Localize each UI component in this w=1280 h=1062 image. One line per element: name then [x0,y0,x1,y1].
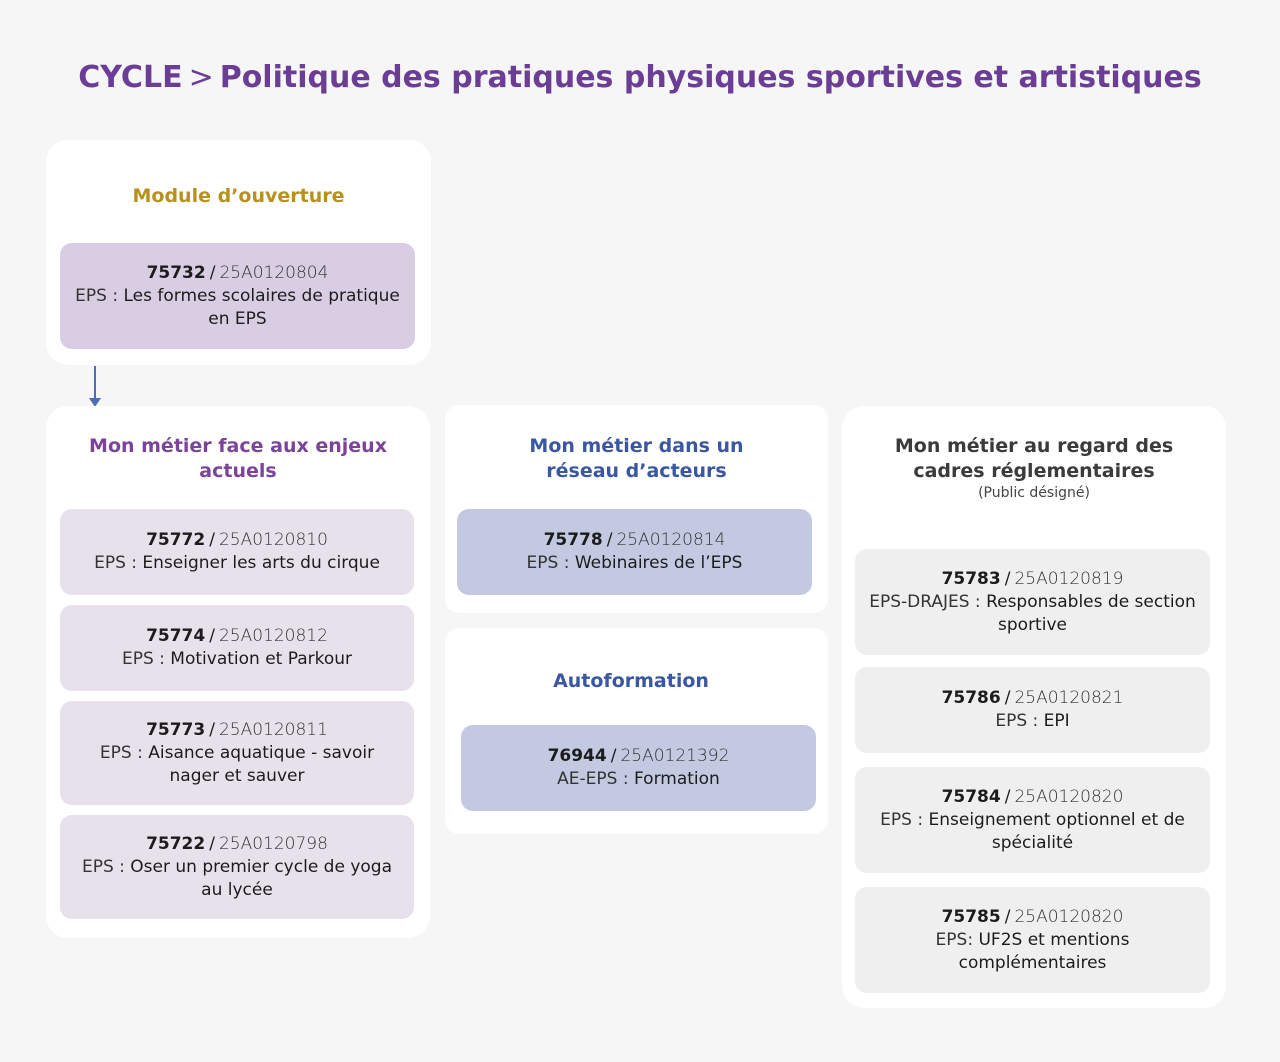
course-prefix: EPS : [526,553,570,573]
course-title: Formation [634,769,720,789]
course-title: EPI [1043,711,1070,731]
course-prefix: AE-EPS : [557,769,629,789]
course-prefix: EPS : [995,711,1039,731]
course-code: 75783 [941,568,1001,589]
connector-line [94,366,96,402]
course-card[interactable]: 75774/25A0120812 EPS : Motivation et Par… [60,605,414,691]
title-cycle: CYCLE [78,60,183,95]
panel-enjeux: Mon métier face aux enjeux actuels 75772… [46,406,430,938]
panel-ouverture-title: Module d’ouverture [132,185,345,207]
course-title: Motivation et Parkour [170,649,353,669]
course-prefix: EPS : [99,742,143,763]
panel-autoformation: Autoformation 76944/25A0121392 AE-EPS : … [445,628,828,834]
panel-reseau-title: Mon métier dans un réseau d’acteurs [529,435,744,482]
course-title: Enseigner les arts du cirque [142,553,380,573]
course-card[interactable]: 75732/25A0120804 EPS : Les formes scolai… [60,243,415,349]
course-card[interactable]: 75773/25A0120811 EPS : Aisance aquatique… [60,701,414,805]
course-title: Webinaires de l’EPS [574,553,743,573]
panel-cadres: Mon métier au regard des cadres réglemen… [842,406,1226,1008]
course-code: 75786 [941,688,1001,708]
course-card[interactable]: 75785/25A0120820 EPS: UF2S et mentions c… [855,887,1210,993]
course-ref: 25A0120804 [219,262,329,283]
course-title: Les formes scolaires de pratique en EPS [123,285,400,329]
course-prefix: EPS: [935,929,974,950]
course-ref: 25A0120810 [218,530,328,550]
course-prefix: EPS : [94,553,137,573]
panel-reseau: Mon métier dans un réseau d’acteurs 7577… [445,405,828,613]
course-prefix: EPS : [81,856,125,877]
course-card[interactable]: 76944/25A0121392 AE-EPS : Formation [461,725,816,811]
course-title: Aisance aquatique - savoir nager et sauv… [148,742,375,786]
course-prefix: EPS-DRAJES : [869,591,981,612]
course-prefix: EPS : [880,809,924,830]
panel-cadres-title-text: Mon métier au regard des cadres réglemen… [894,435,1174,482]
course-ref: 25A0120814 [616,530,726,550]
course-code: 75732 [146,262,206,283]
course-ref: 25A0120821 [1014,688,1124,708]
course-prefix: EPS : [121,649,165,669]
course-ref: 25A0120820 [1014,786,1124,807]
course-card[interactable]: 75772/25A0120810 EPS : Enseigner les art… [60,509,414,595]
course-code: 76944 [547,746,607,766]
course-card[interactable]: 75786/25A0120821 EPS : EPI [855,667,1210,753]
course-ref: 25A0121392 [620,746,730,766]
course-title: Oser un premier cycle de yoga au lycée [130,856,393,900]
panel-cadres-title: Mon métier au regard des cadres réglemen… [842,434,1226,502]
arrow-down-icon [89,398,101,407]
course-ref: 25A0120811 [218,719,328,740]
course-card[interactable]: 75722/25A0120798 EPS : Oser un premier c… [60,815,414,919]
course-code: 75778 [543,530,603,550]
course-title: Responsables de section sportive [986,591,1196,635]
panel-autoformation-title: Autoformation [553,670,709,692]
title-name: Politique des pratiques physiques sporti… [219,60,1202,95]
course-title: Enseignement optionnel et de spécialité [928,809,1185,853]
panel-enjeux-title: Mon métier face aux enjeux actuels [89,435,387,482]
course-prefix: EPS : [75,285,119,306]
course-card[interactable]: 75783/25A0120819 EPS-DRAJES : Responsabl… [855,549,1210,655]
course-code: 75772 [146,530,206,550]
course-ref: 25A0120798 [218,833,328,854]
course-title: UF2S et mentions complémentaires [958,929,1130,973]
course-card[interactable]: 75784/25A0120820 EPS : Enseignement opti… [855,767,1210,873]
course-ref: 25A0120812 [218,626,328,646]
course-ref: 25A0120819 [1014,568,1124,589]
page-title: CYCLE>Politique des pratiques physiques … [0,60,1280,95]
course-ref: 25A0120820 [1014,906,1124,927]
course-code: 75722 [146,833,206,854]
course-code: 75784 [941,786,1001,807]
course-code: 75773 [146,719,206,740]
course-card[interactable]: 75778/25A0120814 EPS : Webinaires de l’E… [457,509,812,595]
panel-ouverture: Module d’ouverture 75732/25A0120804 EPS … [46,140,431,365]
course-code: 75785 [941,906,1001,927]
course-code: 75774 [146,626,206,646]
title-separator: > [188,60,214,95]
panel-cadres-subtitle: (Public désigné) [978,485,1090,501]
